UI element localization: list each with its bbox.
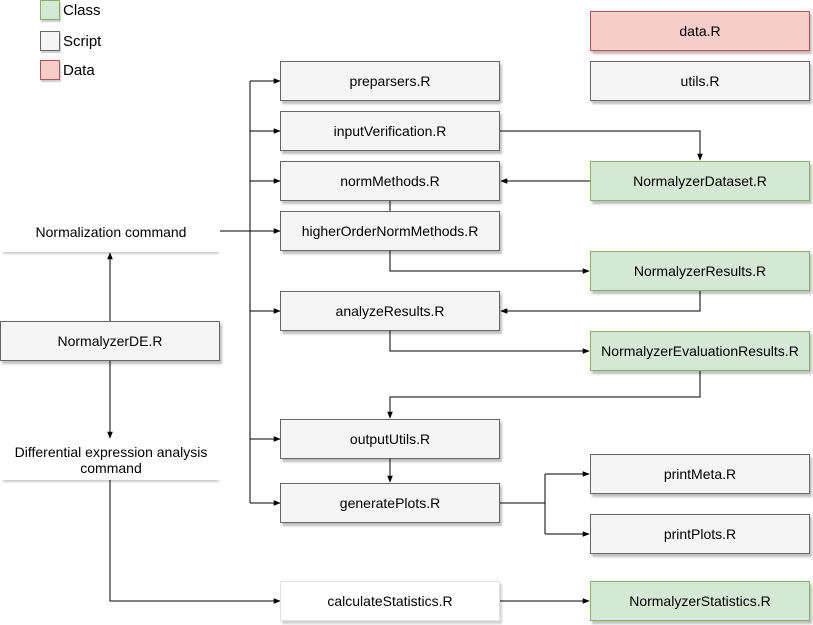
legend-class-swatch [40, 0, 60, 20]
edge-evaluationresults-to-oututils [387, 371, 701, 419]
legend-script-swatch [40, 31, 60, 51]
legend-script: Script [40, 31, 101, 51]
node-normalyzerdataset[interactable]: NormalyzerDataset.R [590, 161, 810, 201]
legend-data-label: Data [63, 61, 95, 79]
legend-class-label: Class [63, 1, 101, 19]
node-printplots[interactable]: printPlots.R [590, 514, 810, 554]
node-normalyzerstatistics[interactable]: NormalyzerStatistics.R [590, 581, 810, 621]
legend-data-swatch [40, 60, 60, 80]
edge-analyzeresults-to-evaluationresults [389, 331, 590, 354]
edge-normalyzerresults-to-analyzeresults [500, 291, 701, 314]
node-inputverification[interactable]: inputVerification.R [280, 111, 500, 151]
edge-differential-command-to-calculatestatistics [109, 480, 281, 604]
node-higherordernormmethods[interactable]: higherOrderNormMethods.R [280, 211, 500, 251]
node-oututils[interactable]: outputUtils.R [280, 419, 500, 459]
node-normalyzerresults[interactable]: NormalyzerResults.R [590, 251, 810, 291]
edge-higherorder-to-normalyzerresults [389, 251, 590, 274]
node-normalyzerevaluationresults[interactable]: NormalyzerEvaluationResults.R [590, 331, 810, 371]
node-utils-r[interactable]: utils.R [590, 61, 810, 101]
node-normalyzerde[interactable]: NormalyzerDE.R [0, 321, 220, 361]
node-printmeta[interactable]: printMeta.R [590, 454, 810, 494]
node-analyzeresults[interactable]: analyzeResults.R [280, 291, 500, 331]
node-preparsers[interactable]: preparsers.R [280, 61, 500, 101]
node-differential-command[interactable]: Differential expression analysis command [2, 439, 220, 480]
node-normmethods[interactable]: normMethods.R [280, 161, 500, 201]
legend-class: Class [40, 0, 101, 20]
node-generateplots[interactable]: generatePlots.R [280, 483, 500, 523]
node-normalization-command[interactable]: Normalization command [2, 212, 220, 252]
edge-inputverification-to-normalyzerdataset [500, 130, 703, 161]
legend-data: Data [40, 60, 95, 80]
node-calculatestatistics[interactable]: calculateStatistics.R [280, 581, 500, 621]
legend-script-label: Script [63, 32, 102, 50]
node-data-r[interactable]: data.R [590, 11, 810, 51]
